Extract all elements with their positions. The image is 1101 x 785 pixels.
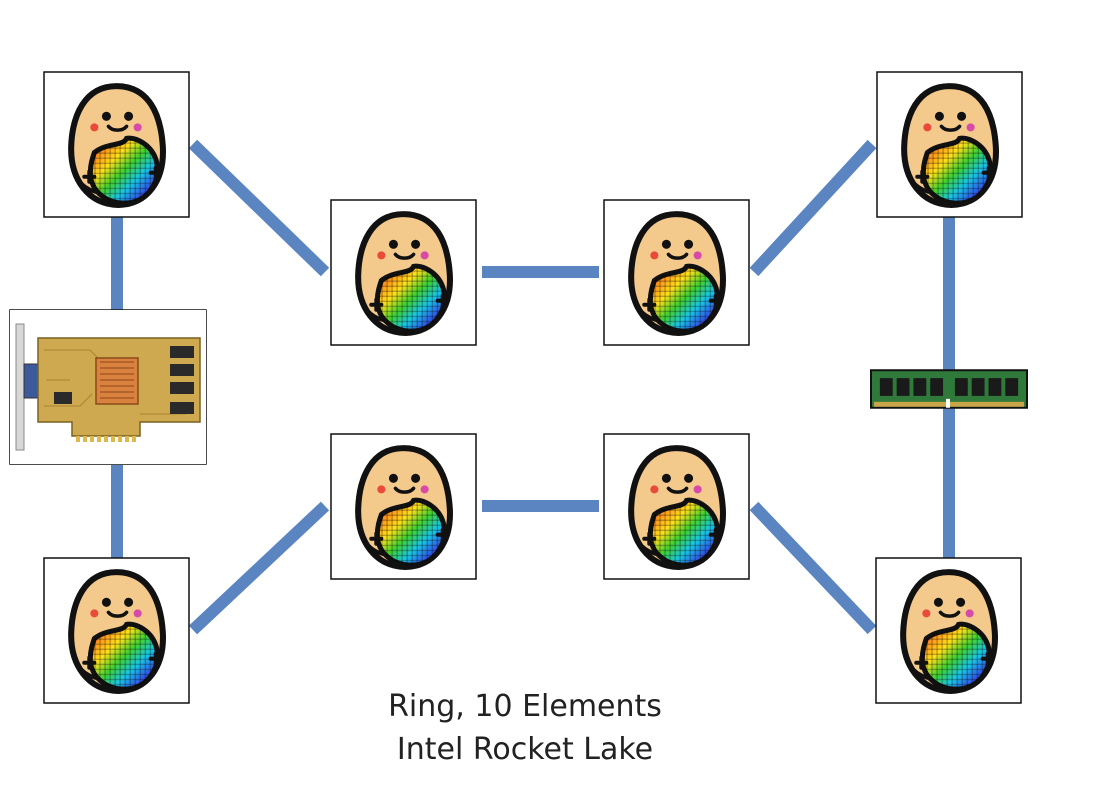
ram-module-icon: [870, 369, 1028, 409]
potato-chip-icon: [631, 448, 723, 567]
core-node-top-inner-right: [603, 199, 750, 346]
potato-chip-icon: [358, 214, 450, 333]
core-node-bottom-right: [875, 557, 1022, 704]
memory-module-node: [870, 369, 1028, 409]
ring-links: [111, 139, 955, 635]
potato-chip-icon: [903, 572, 995, 691]
core-node-top-inner-left: [330, 199, 477, 346]
diagram-caption-subtitle: Intel Rocket Lake: [396, 732, 654, 767]
potato-chip-icon: [904, 86, 996, 205]
graphics-card-node: [9, 309, 207, 465]
potato-chip-icon: [631, 214, 723, 333]
core-node-top-right: [876, 71, 1023, 218]
core-node-bottom-inner-left: [330, 433, 477, 580]
potato-chip-icon: [71, 572, 163, 691]
potato-chip-icon: [71, 86, 163, 205]
core-node-bottom-left: [43, 557, 190, 704]
potato-chip-icon: [358, 448, 450, 567]
diagram-caption-title: Ring, 10 Elements: [388, 689, 662, 724]
core-node-top-left: [43, 71, 190, 218]
core-node-bottom-inner-right: [603, 433, 750, 580]
link-top-left-to-top-inner-left: [188, 139, 330, 277]
link-bottom-inner-right-to-bottom-right: [749, 501, 877, 635]
link-bottom-left-to-bottom-inner-left: [188, 501, 330, 635]
graphics-card-icon: [10, 310, 206, 464]
link-top-inner-right-to-top-right: [749, 139, 877, 277]
